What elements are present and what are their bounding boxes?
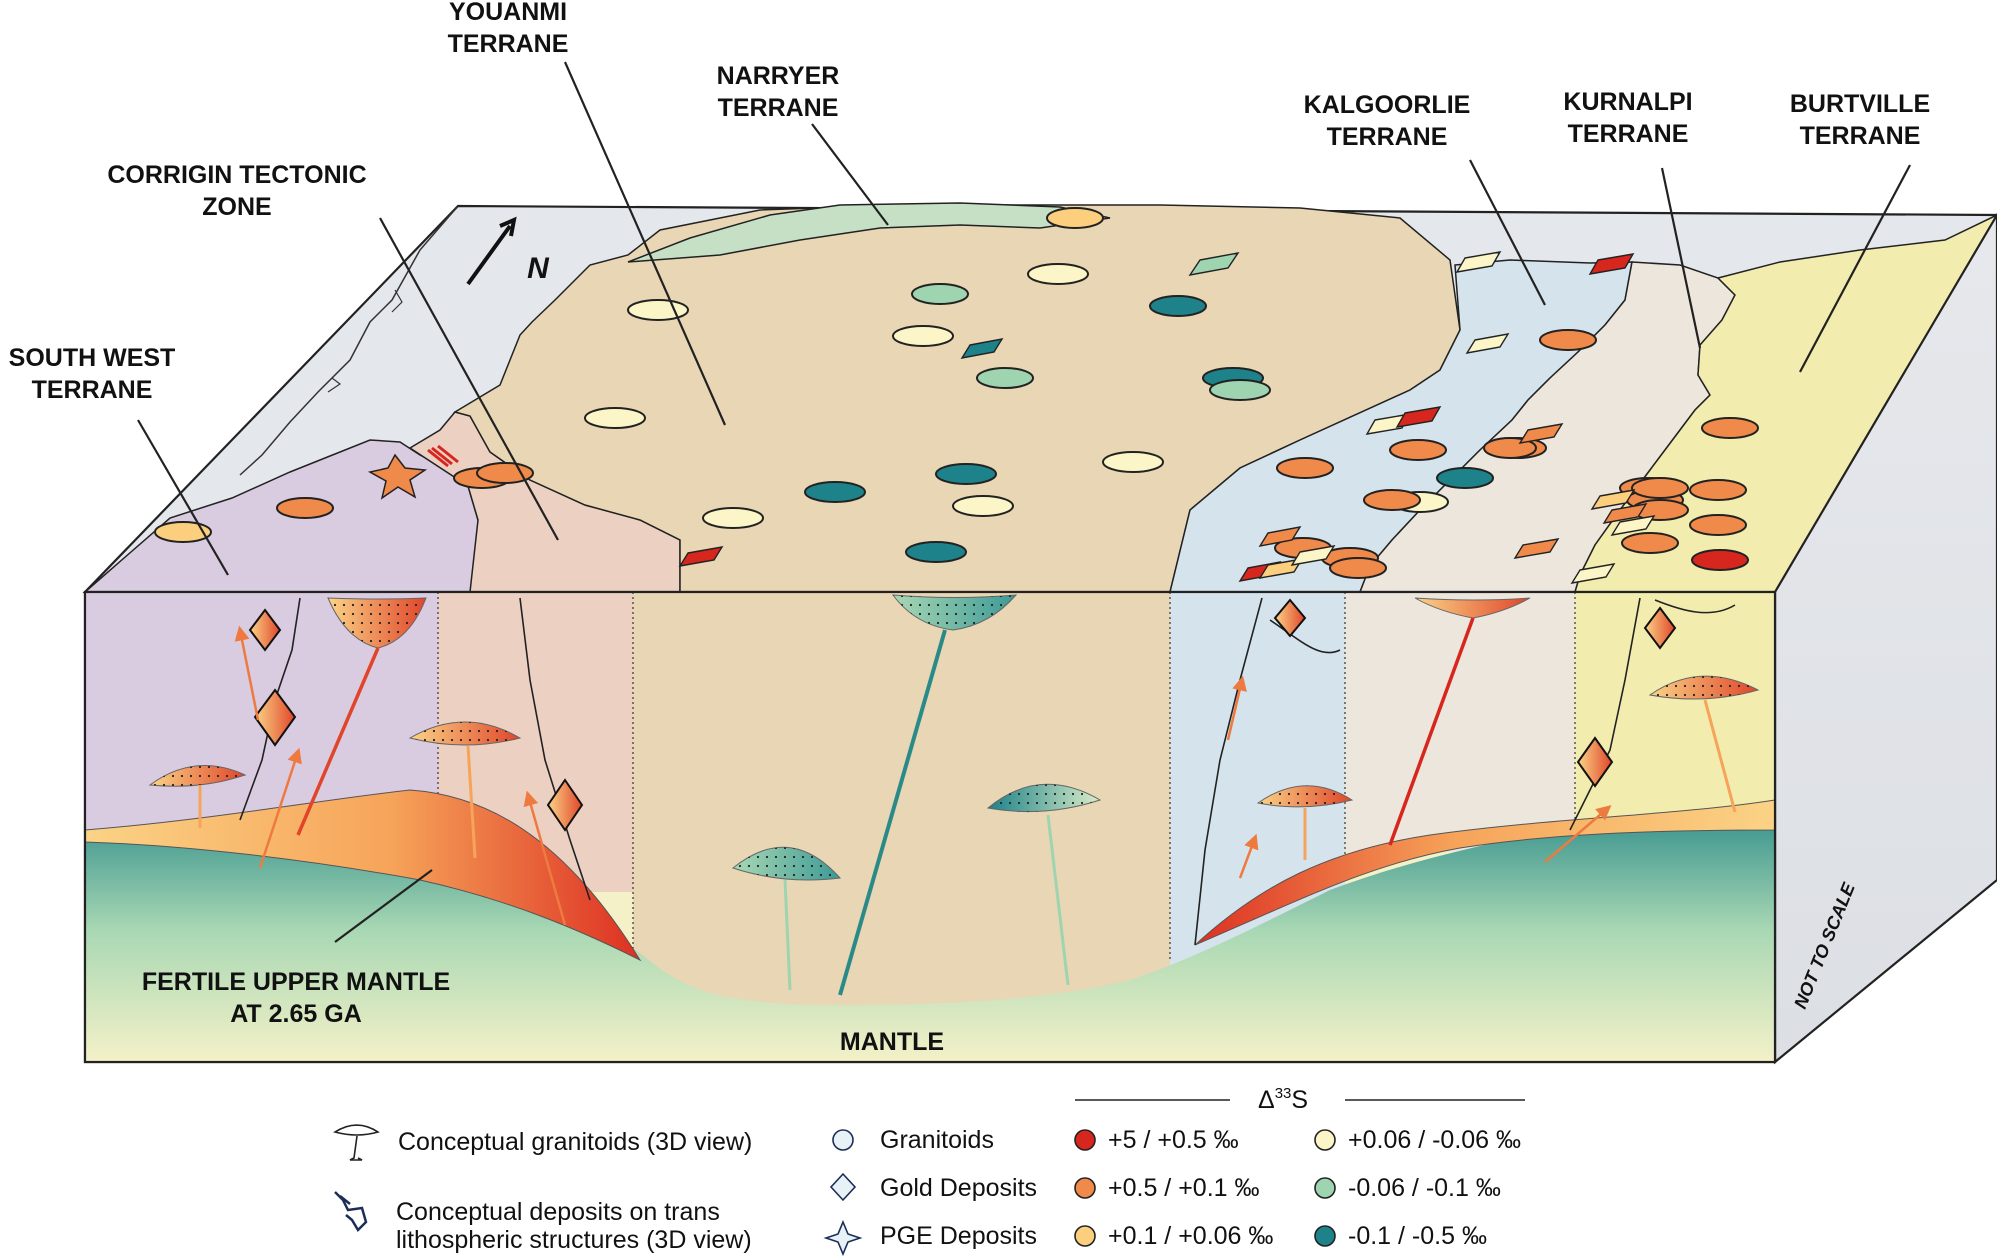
class-label-4: +0.06 / -0.06 ‰ (1348, 1126, 1521, 1154)
leader-lines (137, 61, 1911, 943)
granitoids-3d-label: Conceptual granitoids (3D view) (398, 1128, 752, 1156)
youanmi-terrane-top (453, 204, 1461, 593)
class-label-3: +0.1 / +0.06 ‰ (1108, 1222, 1273, 1250)
gold-deposit-markers (678, 251, 1656, 584)
conceptual-deposit-icon (334, 1191, 368, 1233)
class-label-5: -0.06 / -0.1 ‰ (1348, 1174, 1501, 1202)
granitoid-symbol (832, 1129, 854, 1151)
pge-symbol (823, 1219, 863, 1257)
class-label-1: +5 / +0.5 ‰ (1108, 1126, 1239, 1154)
conceptual-granitoids (148, 594, 1760, 996)
class-swatch-3 (1074, 1225, 1096, 1247)
gold-label: Gold Deposits (880, 1174, 1037, 1202)
block-front-face (83, 590, 1777, 1064)
delta-label: Δ33S (1258, 1085, 1308, 1114)
pge-label: PGE Deposits (880, 1222, 1037, 1250)
narryer-terrane-top (627, 202, 1111, 263)
conceptual-granitoid-icon (333, 1124, 380, 1161)
granitoids-label: Granitoids (880, 1126, 994, 1154)
mantle-label: MANTLE (840, 1028, 944, 1056)
pge-deposit-star (367, 444, 459, 500)
fluid-arrows (234, 625, 1612, 926)
class-swatch-6 (1314, 1225, 1336, 1247)
svg-text:N: N (527, 252, 550, 285)
class-swatch-5 (1314, 1177, 1336, 1199)
class-label-6: -0.1 / -0.5 ‰ (1348, 1222, 1487, 1250)
class-label-2: +0.5 / +0.1 ‰ (1108, 1174, 1260, 1202)
class-swatch-4 (1314, 1129, 1336, 1151)
conceptual-deposits (248, 598, 1677, 832)
north-arrow: N (466, 216, 550, 286)
granitoid-markers (154, 207, 1759, 579)
class-swatch-1 (1074, 1129, 1096, 1151)
gold-symbol (829, 1172, 857, 1202)
class-swatch-2 (1074, 1177, 1096, 1199)
legend: Δ33S Conceptual granitoids (3D view) Con… (333, 1085, 1525, 1257)
